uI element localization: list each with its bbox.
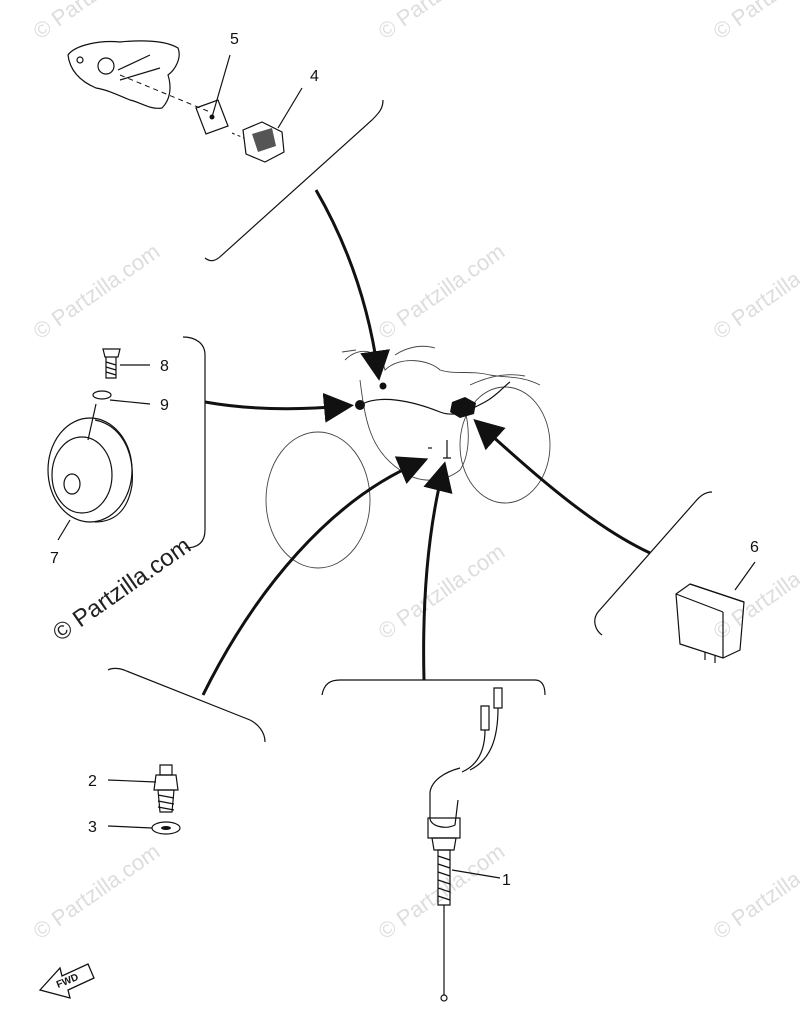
horn-bracket-assembly — [67, 40, 231, 135]
watermark: © Partzilla.com — [374, 839, 510, 945]
horn-bracket — [67, 40, 180, 109]
horn-mount-point — [355, 400, 365, 410]
bracket-bottom-left — [107, 667, 266, 743]
motorcycle-outline — [265, 345, 551, 569]
bracket-left — [182, 336, 206, 549]
callout-2: 2 — [88, 773, 97, 790]
watermark: © Partzilla.com — [709, 839, 800, 945]
leader-arrow — [204, 392, 354, 423]
watermark: © Partzilla.com — [48, 532, 196, 647]
callout-labels: 5 4 8 9 7 6 2 3 1 — [50, 31, 759, 889]
callout-9: 9 — [160, 397, 169, 414]
bolt-head — [102, 348, 121, 358]
watermark: © Partzilla.com — [374, 539, 510, 645]
watermark: © Partzilla.com — [374, 239, 510, 345]
watermark: © Partzilla.com — [709, 0, 800, 44]
callout-7: 7 — [50, 550, 59, 567]
neutral-switch — [107, 764, 181, 835]
leader-arrows — [201, 189, 651, 696]
callout-3: 3 — [88, 819, 97, 836]
lock-washer — [92, 390, 112, 400]
leader-arrow — [422, 461, 453, 681]
leader-arrow — [473, 418, 651, 555]
callout-8: 8 — [160, 358, 169, 375]
leader-arrow — [314, 189, 390, 381]
callout-6: 6 — [750, 539, 759, 556]
callout-5: 5 — [230, 31, 239, 48]
brake-switch — [427, 687, 503, 1002]
group-brackets — [107, 99, 713, 743]
callout-4: 4 — [310, 68, 319, 85]
button-mount-point — [379, 382, 387, 390]
forward-direction-badge: FWD — [38, 963, 95, 999]
callout-1: 1 — [502, 872, 511, 889]
relay-mount-point — [450, 397, 476, 418]
bracket-bottom-center — [321, 679, 546, 696]
washer — [195, 99, 229, 135]
watermark: © Partzilla.com — [29, 239, 165, 345]
horn-button — [231, 87, 303, 163]
watermark: © Partzilla.com — [29, 839, 165, 945]
leader-arrow — [201, 456, 429, 696]
bracket-top — [204, 99, 384, 262]
watermark: © Partzilla.com — [29, 0, 165, 44]
bracket-right — [594, 491, 713, 636]
watermark: © Partzilla.com — [709, 239, 800, 345]
watermark-layer: © Partzilla.com © Partzilla.com © Partzi… — [29, 0, 800, 944]
flasher-relay — [675, 561, 756, 663]
horn-assembly — [47, 348, 151, 541]
watermark: © Partzilla.com — [374, 0, 510, 44]
